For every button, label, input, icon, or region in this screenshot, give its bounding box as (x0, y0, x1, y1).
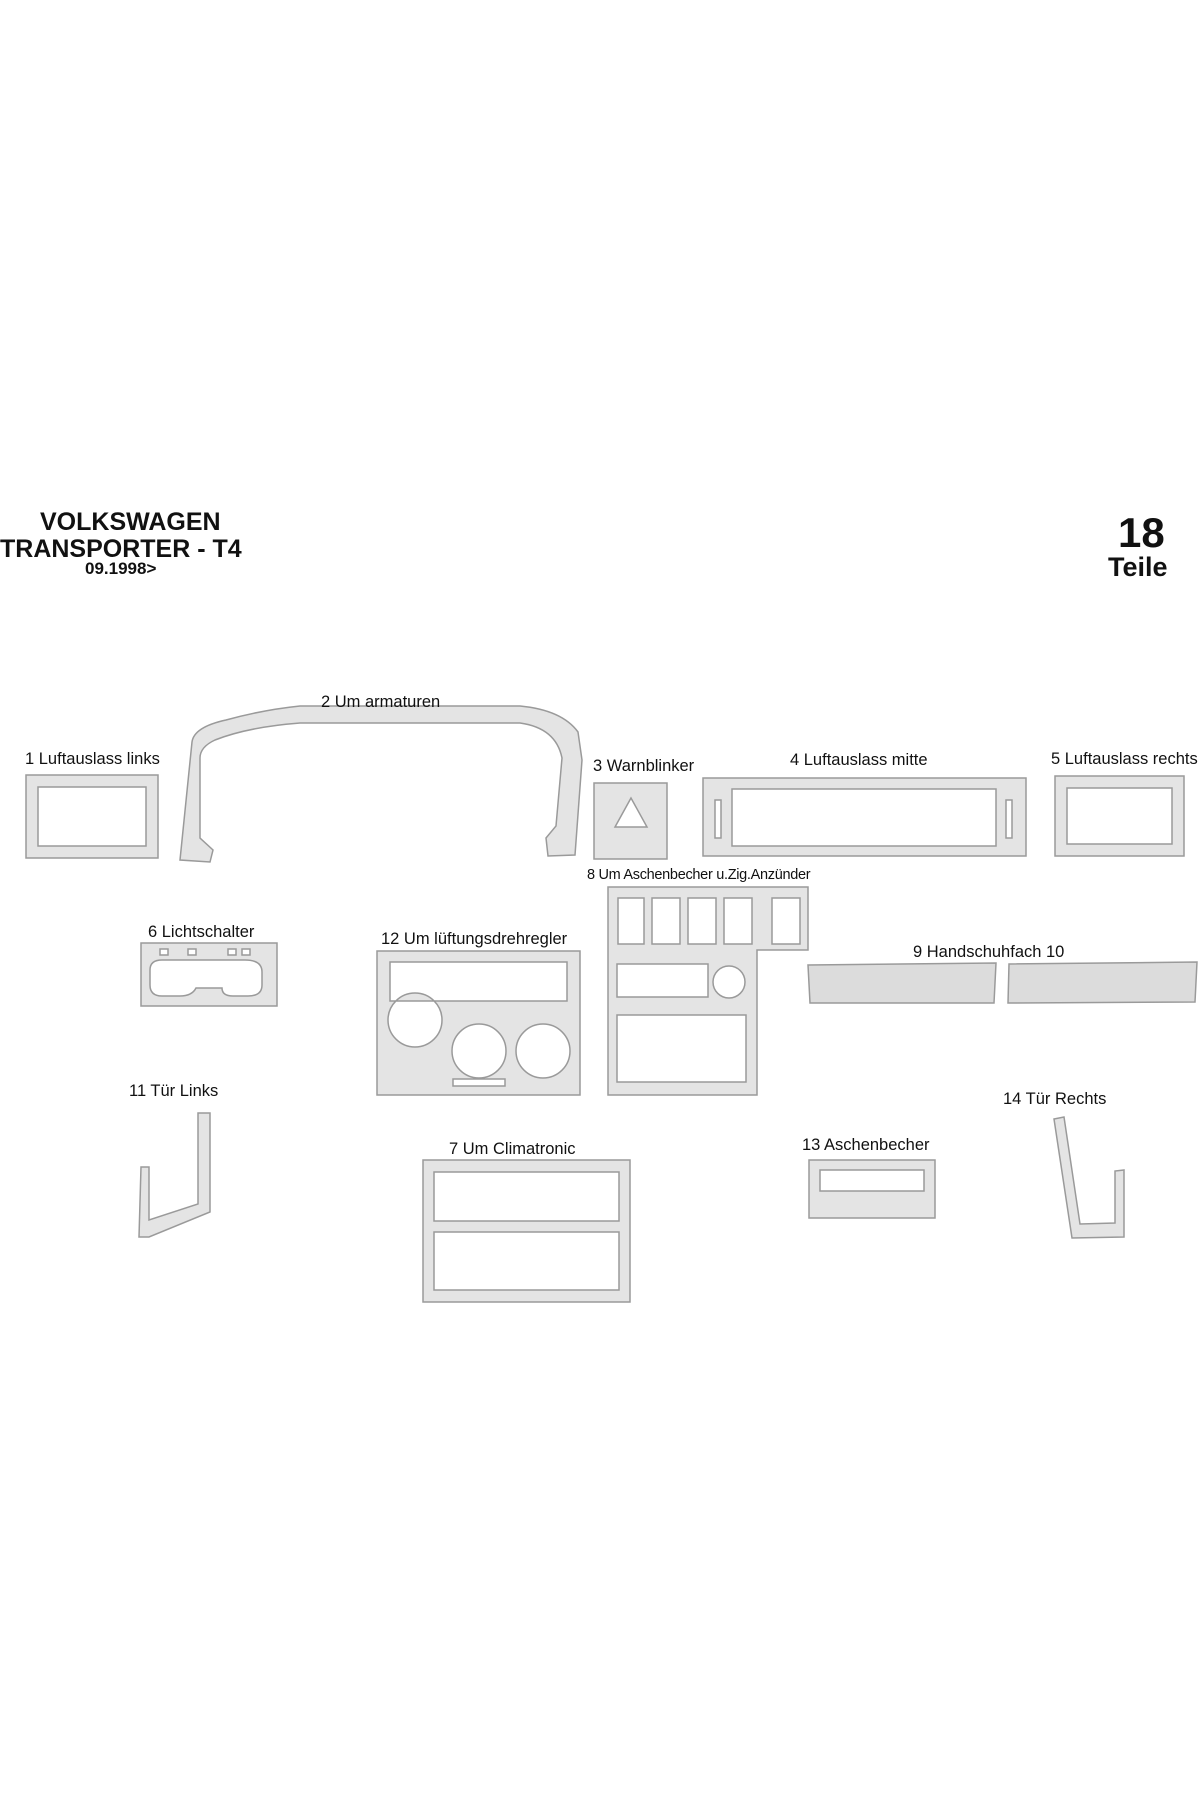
part-1-vent-left (25, 774, 159, 859)
model-year: 09.1998> (85, 559, 157, 578)
label-part-3: 3 Warnblinker (593, 757, 695, 775)
label-part-5: 5 Luftauslass rechts (1051, 750, 1198, 768)
part-8-ashtray-lighter-surround (607, 886, 809, 1096)
parts-count: 18 (1118, 509, 1165, 556)
label-part-6: 6 Lichtschalter (148, 923, 255, 941)
label-part-11: 11 Tür Links (129, 1082, 219, 1100)
label-part-12: 12 Um lüftungsdrehregler (381, 930, 568, 948)
part-14-door-right (1053, 1116, 1125, 1239)
part-9-glovebox-strip (807, 962, 997, 1004)
part-2-instrument-surround (179, 705, 583, 863)
part-12-vent-control-surround (376, 950, 581, 1096)
brand-title: VOLKSWAGEN (40, 508, 221, 536)
part-4-vent-center (702, 777, 1027, 857)
label-part-14: 14 Tür Rechts (1003, 1090, 1107, 1108)
parts-count-unit: Teile (1108, 552, 1168, 582)
part-13-ashtray (808, 1159, 936, 1219)
label-part-1: 1 Luftauslass links (25, 750, 160, 768)
part-6-light-switch (140, 942, 278, 1007)
label-part-8: 8 Um Aschenbecher u.Zig.Anzünder (587, 867, 811, 883)
part-11-door-left (138, 1112, 211, 1238)
model-title: TRANSPORTER - T4 (0, 535, 242, 563)
label-part-7: 7 Um Climatronic (449, 1140, 576, 1158)
label-part-13: 13 Aschenbecher (802, 1136, 930, 1154)
part-7-climatronic-surround (422, 1159, 631, 1303)
label-part-9-10: 9 Handschuhfach 10 (913, 943, 1065, 961)
part-3-hazard-switch (593, 782, 668, 860)
label-part-4: 4 Luftauslass mitte (790, 751, 928, 769)
part-10-glovebox-strip (1007, 961, 1198, 1004)
part-5-vent-right (1054, 775, 1185, 857)
label-part-2: 2 Um armaturen (321, 693, 441, 711)
